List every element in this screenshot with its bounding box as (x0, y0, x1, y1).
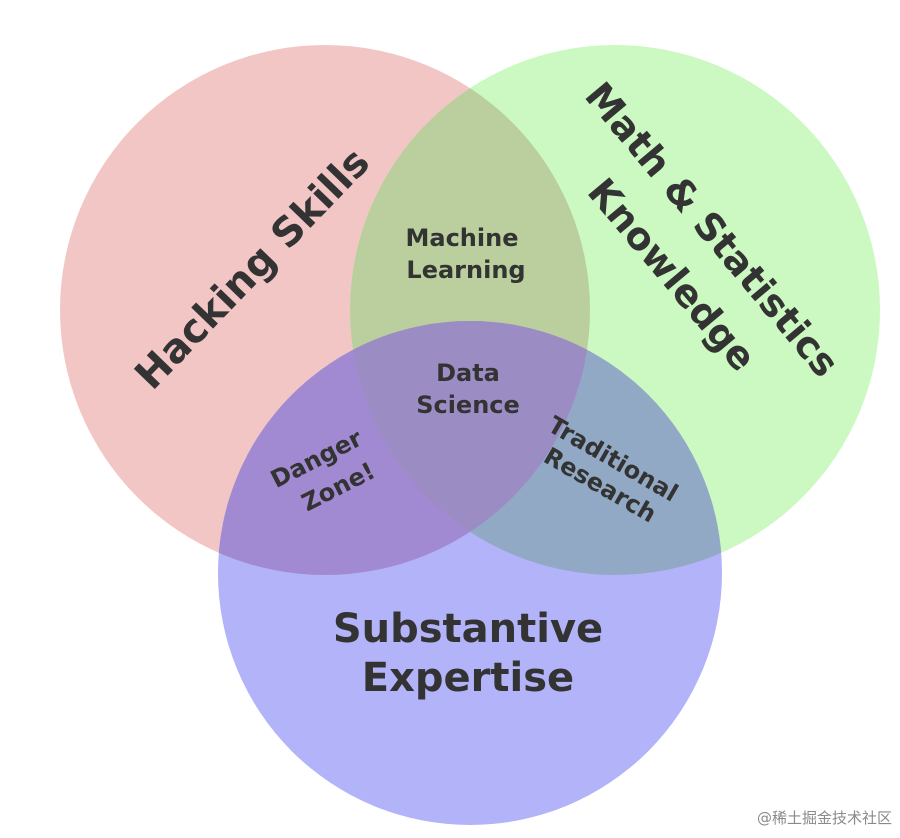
machine-learning-label-line1: Machine (406, 224, 519, 252)
machine-learning-label-line2: Learning (406, 256, 525, 284)
substantive-expertise-label-line2: Expertise (362, 655, 574, 701)
watermark-text: @稀土掘金技术社区 (757, 807, 892, 828)
data-science-label-line2: Science (416, 391, 520, 419)
data-science-label-line1: Data (436, 359, 500, 387)
substantive-expertise-label-line1: Substantive (333, 606, 603, 652)
